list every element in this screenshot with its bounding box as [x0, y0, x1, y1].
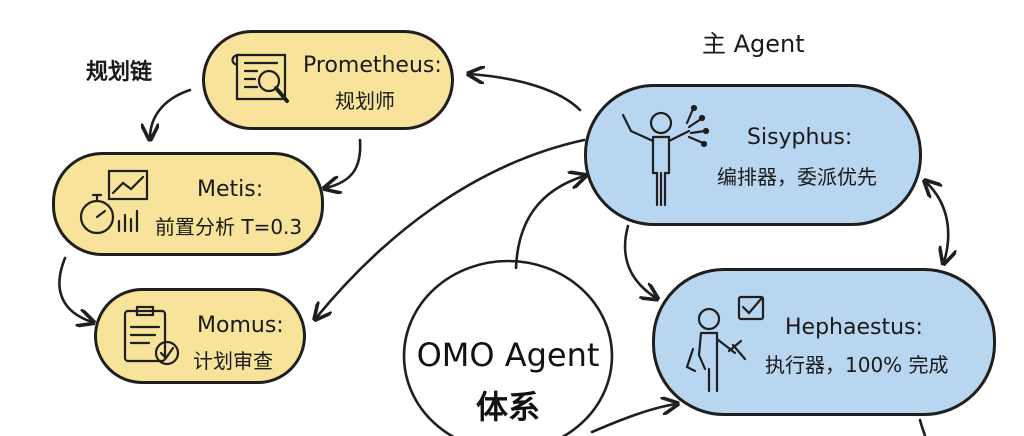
hephaestus-title: Hephaestus: [785, 315, 923, 340]
center-subtitle: 体系 [475, 388, 540, 426]
stopwatch-chart-icon [79, 169, 149, 235]
prometheus-subtitle: 规划师 [335, 89, 395, 113]
prometheus-node: Prometheus: 规划师 [202, 30, 454, 130]
sisyphus-node: Sisyphus: 编排器，委派优先 [584, 84, 922, 226]
main-agent-label: 主 Agent [702, 30, 805, 58]
sisyphus-title: Sisyphus: [747, 125, 853, 150]
arrow-center-to-hephaestus [590, 404, 676, 434]
center-circle [402, 259, 614, 436]
arrow-sisyphus-to-hephaestus [623, 224, 656, 298]
line-hephaestus-tail [918, 418, 927, 436]
blueprint-magnifier-icon [231, 53, 289, 103]
hephaestus-subtitle: 执行器，100% 完成 [765, 353, 949, 377]
sisyphus-subtitle: 编排器，委派优先 [717, 165, 877, 189]
arrow-sisyphus-to-prometheus [470, 74, 582, 112]
metis-node: Metis: 前置分析 T=0.3 [52, 152, 324, 256]
hephaestus-node: Hephaestus: 执行器，100% 完成 [652, 268, 996, 416]
momus-node: Momus: 计划审查 [94, 288, 306, 384]
planning-chain-label: 规划链 [86, 60, 153, 85]
clipboard-check-icon [123, 305, 180, 366]
center-title: OMO Agent [416, 336, 600, 374]
arrow-sisyphus-hephaestus-bidirectional [926, 182, 948, 262]
arrow-label-to-metis [150, 88, 192, 138]
worker-hammer-icon [685, 295, 765, 393]
arrow-metis-to-momus [58, 256, 92, 322]
arrow-prometheus-to-metis [326, 138, 362, 188]
metis-subtitle: 前置分析 T=0.3 [155, 215, 303, 239]
arrow-center-to-sisyphus [514, 176, 584, 270]
prometheus-title: Prometheus: [303, 53, 442, 78]
momus-subtitle: 计划审查 [193, 349, 273, 373]
conductor-figure-icon [621, 104, 710, 207]
momus-title: Momus: [197, 313, 284, 338]
metis-title: Metis: [197, 177, 264, 202]
arrow-sisyphus-to-momus [316, 138, 586, 318]
